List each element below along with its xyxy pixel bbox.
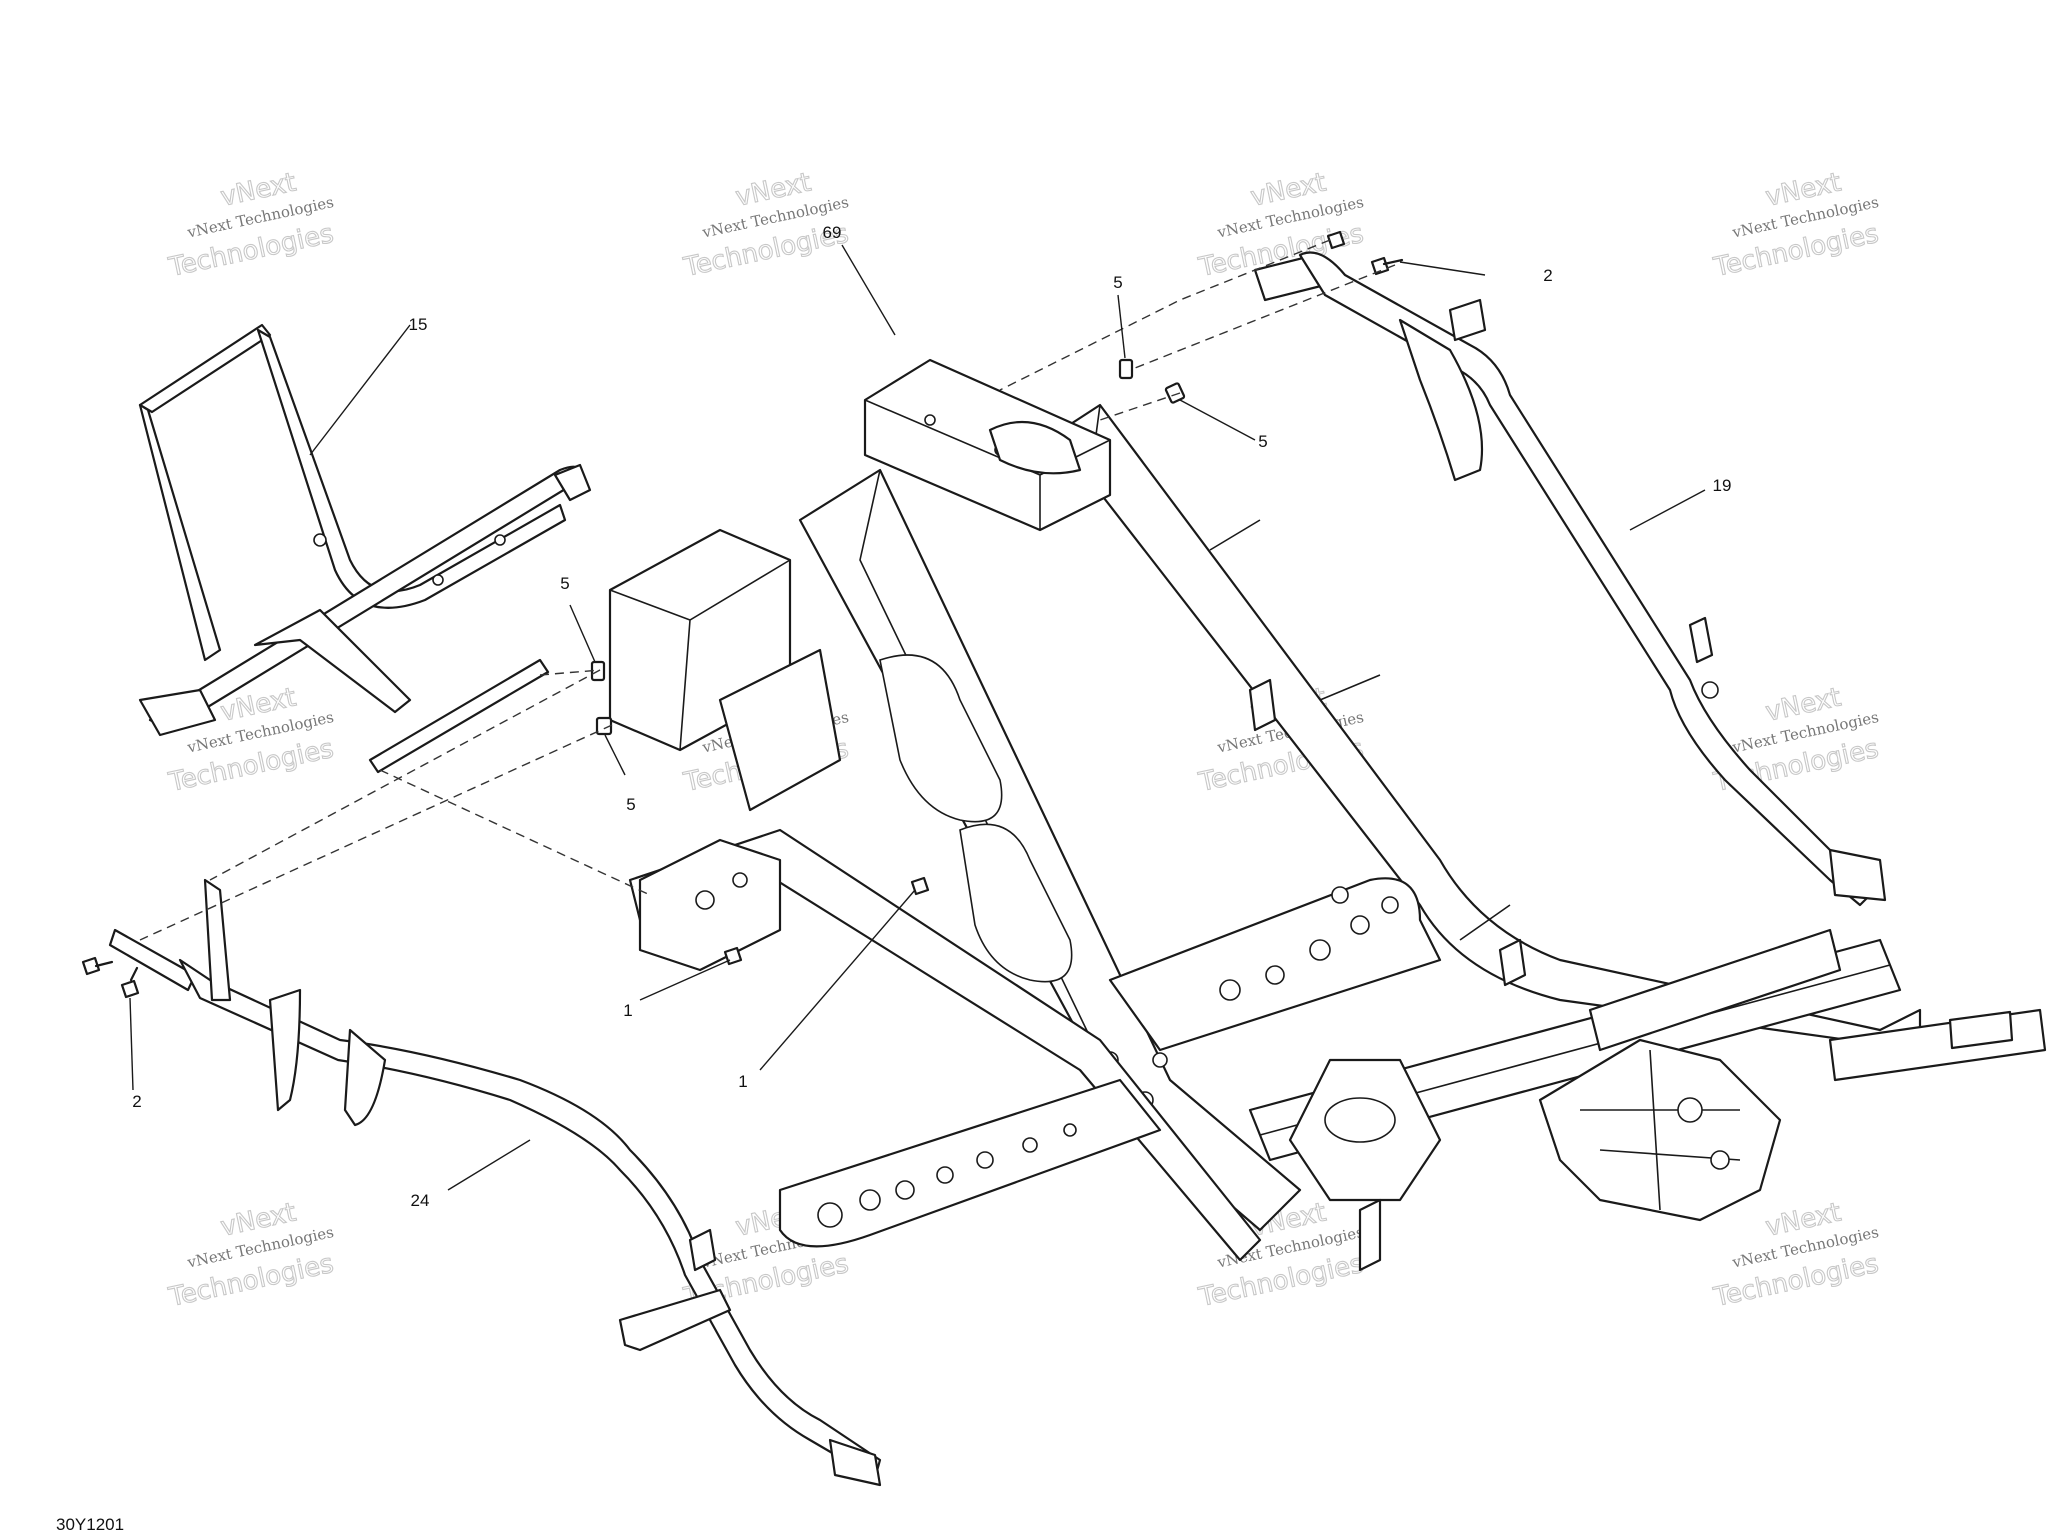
callout-15: 15: [409, 315, 428, 334]
fastener-item-2: [1326, 230, 1346, 250]
fastener-item-2: [81, 956, 114, 976]
callouts: 69 15 5 2 5 19 5 5 1 1 2 24: [132, 223, 1731, 1210]
fastener-item-2: [1370, 256, 1404, 276]
fastener-item-2: [120, 966, 140, 999]
callout-19: 19: [1713, 476, 1732, 495]
callout-5: 5: [1258, 432, 1267, 451]
watermark: vNext vNext Technologies Technologies: [165, 1197, 337, 1314]
callout-2: 2: [1543, 266, 1552, 285]
callout-1: 1: [623, 1001, 632, 1020]
fasteners: [81, 230, 1404, 999]
watermark: vNext vNext Technologies Technologies: [1710, 167, 1882, 284]
watermark: vNext vNext Technologies Technologies: [1710, 1197, 1882, 1314]
callout-24: 24: [411, 1191, 430, 1210]
part-24-left-tube: [108, 878, 882, 1487]
callout-5: 5: [626, 795, 635, 814]
main-frame: [608, 358, 2047, 1272]
callout-69: 69: [823, 223, 842, 242]
assembly-lines: [139, 239, 1396, 941]
leader-lines: [129, 244, 1706, 1191]
watermark: vNext vNext Technologies Technologies: [680, 167, 852, 284]
drawing-id: 30Y1201: [56, 1515, 124, 1534]
fastener-item-5: [1118, 358, 1134, 380]
callout-5: 5: [560, 574, 569, 593]
fastener-item-5: [1164, 382, 1186, 404]
callout-2: 2: [132, 1092, 141, 1111]
part-19-right-tube: [1253, 251, 1887, 907]
watermark: vNext vNext Technologies Technologies: [165, 167, 337, 284]
part-15-seat-support: [138, 323, 592, 774]
callout-5: 5: [1113, 273, 1122, 292]
callout-1: 1: [738, 1072, 747, 1091]
